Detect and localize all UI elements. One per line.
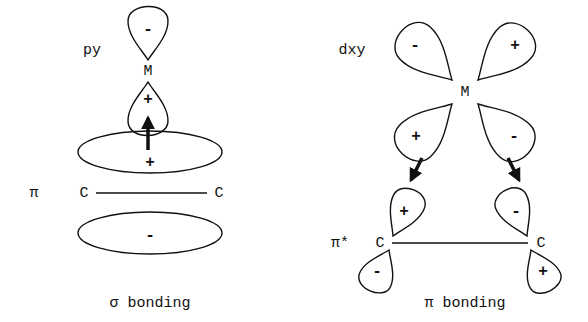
orbital-name: py bbox=[82, 43, 102, 58]
p-lobe bbox=[490, 183, 542, 243]
p-lobe bbox=[378, 183, 430, 243]
phase-sign: - bbox=[144, 228, 156, 244]
d-lobe bbox=[387, 15, 468, 96]
phase-sign: - bbox=[371, 264, 383, 280]
atom-symbol: C bbox=[374, 236, 385, 251]
d-lobe bbox=[462, 88, 543, 169]
cc-bond bbox=[392, 242, 528, 243]
phase-sign: + bbox=[144, 155, 156, 171]
pi-lobe bbox=[78, 212, 222, 254]
atom-symbol: C bbox=[213, 186, 224, 201]
p-lobe bbox=[128, 7, 168, 60]
d-lobe bbox=[462, 15, 543, 96]
orbital-name: dxy bbox=[337, 43, 366, 58]
atom-symbol: C bbox=[78, 186, 89, 201]
p-lobe bbox=[355, 243, 405, 298]
backdonation-arrow bbox=[508, 158, 519, 180]
phase-sign: + bbox=[398, 204, 410, 220]
p-lobe bbox=[516, 243, 566, 298]
orbital-name: π* bbox=[330, 236, 350, 251]
sigma-figure bbox=[78, 7, 222, 254]
backdonation-arrow bbox=[411, 158, 422, 180]
metal-symbol: M bbox=[459, 85, 470, 100]
phase-sign: + bbox=[537, 264, 549, 280]
phase-sign: - bbox=[142, 22, 154, 38]
metal-symbol: M bbox=[142, 64, 153, 79]
pi-lobe bbox=[78, 131, 222, 173]
caption-text: π bonding bbox=[423, 296, 506, 311]
phase-sign: + bbox=[142, 92, 154, 108]
pi-figure bbox=[355, 15, 566, 298]
phase-sign: - bbox=[510, 204, 522, 220]
phase-sign: - bbox=[508, 129, 520, 145]
phase-sign: + bbox=[410, 129, 422, 145]
caption-text: σ bonding bbox=[108, 296, 191, 311]
phase-sign: + bbox=[509, 38, 521, 54]
cc-bond bbox=[96, 192, 207, 193]
orbital-name: π bbox=[28, 186, 39, 201]
donation-arrow bbox=[146, 118, 150, 150]
phase-sign: - bbox=[409, 38, 421, 54]
atom-symbol: C bbox=[535, 236, 546, 251]
d-lobe bbox=[387, 88, 468, 169]
